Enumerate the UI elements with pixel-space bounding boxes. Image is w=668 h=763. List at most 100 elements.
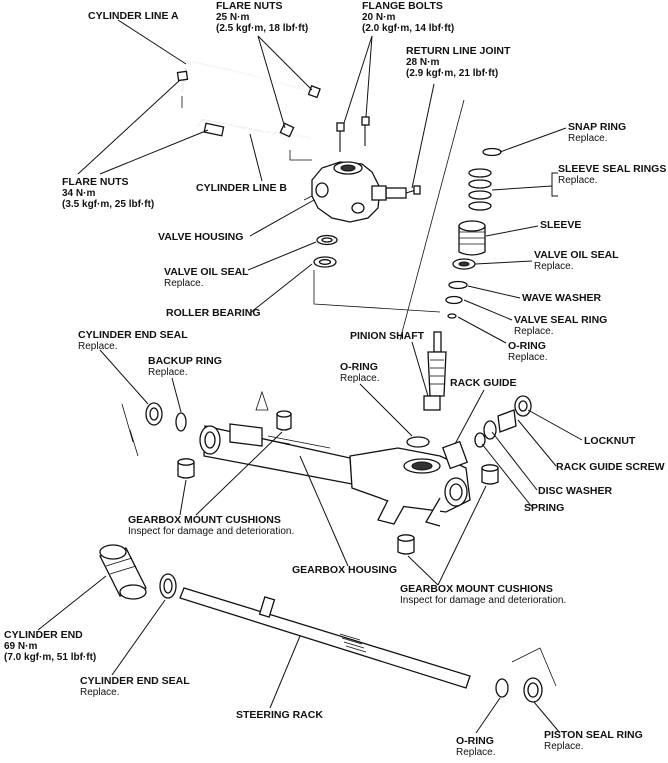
label-o-ring-rack: O-RING Replace. [456, 735, 496, 759]
sleeve-seal-rings-note: Replace. [558, 175, 598, 186]
label-pinion-shaft: PINION SHAFT [350, 331, 424, 342]
backup-ring-title: BACKUP RING [148, 355, 222, 367]
valve-oil-seal-left-note: Replace. [164, 278, 204, 289]
cylinder-line-a-tube [176, 61, 321, 99]
valve-housing-title: VALVE HOUSING [158, 231, 244, 243]
label-cylinder-end: CYLINDER END 69 N·m (7.0 kgf·m, 51 lbf·f… [4, 629, 97, 664]
label-roller-bearing: ROLLER BEARING [166, 308, 261, 319]
label-wave-washer: WAVE WASHER [522, 293, 601, 304]
label-valve-seal-ring: VALVE SEAL RING Replace. [514, 314, 608, 338]
gearbox-housing-title: GEARBOX HOUSING [292, 564, 398, 576]
label-sleeve: SLEEVE [540, 220, 581, 231]
o-ring-rack-title: O-RING [456, 735, 494, 747]
rack-guide-title: RACK GUIDE [450, 377, 517, 389]
leader-lines [37, 19, 583, 734]
label-piston-seal-ring: PISTON SEAL RING Replace. [544, 729, 643, 753]
flare-nuts-left-torque: 34 N·m [62, 188, 96, 199]
cylinder-end-seal-top-title: CYLINDER END SEAL [78, 329, 188, 341]
cylinder-line-b-title: CYLINDER LINE B [196, 182, 288, 194]
label-valve-oil-seal-right: VALVE OIL SEAL Replace. [534, 249, 619, 273]
label-cylinder-end-seal-top: CYLINDER END SEAL Replace. [78, 329, 188, 353]
valve-oil-seal-left-title: VALVE OIL SEAL [164, 266, 249, 278]
valve-seal-ring-note: Replace. [514, 326, 554, 337]
valve-seal-bearing-art [313, 234, 338, 268]
label-backup-ring: BACKUP RING Replace. [148, 355, 222, 379]
sleeve-title: SLEEVE [540, 219, 582, 231]
cylinder-end-title: CYLINDER END [4, 629, 83, 641]
label-rack-guide: RACK GUIDE [450, 378, 517, 389]
label-snap-ring: SNAP RING Replace. [568, 121, 627, 145]
label-gearbox-mount-cushions-right: GEARBOX MOUNT CUSHIONS Inspect for damag… [400, 583, 567, 607]
label-flare-nuts-top: FLARE NUTS 25 N·m (2.5 kgf·m, 18 lbf·ft) [216, 0, 309, 35]
gearbox-mount-cushions-right-note: Inspect for damage and deterioration. [400, 595, 567, 606]
locknut-title: LOCKNUT [584, 435, 636, 447]
pinion-shaft-art [423, 331, 447, 411]
return-line-joint-art [385, 185, 421, 199]
cylinder-line-a-title: CYLINDER LINE A [88, 10, 179, 22]
cylinder-end-seal-bottom-title: CYLINDER END SEAL [80, 675, 190, 687]
pinion-shaft-title: PINION SHAFT [350, 330, 425, 342]
flare-nuts-top-torque-alt: (2.5 kgf·m, 18 lbf·ft) [216, 23, 309, 34]
snap-ring-note: Replace. [568, 133, 608, 144]
flare-nuts-left-title: FLARE NUTS [62, 176, 129, 188]
spring-title: SPRING [524, 502, 565, 514]
o-ring-rack-note: Replace. [456, 747, 496, 758]
label-cylinder-end-seal-bottom: CYLINDER END SEAL Replace. [80, 675, 190, 699]
cylinder-end-art [99, 544, 177, 600]
label-steering-rack: STEERING RACK [236, 710, 323, 721]
label-locknut: LOCKNUT [584, 436, 635, 447]
label-cylinder-line-a: CYLINDER LINE A [88, 11, 179, 22]
label-valve-oil-seal-left: VALVE OIL SEAL Replace. [164, 266, 249, 290]
gearbox-mount-cushions-right-title: GEARBOX MOUNT CUSHIONS [400, 583, 553, 595]
flange-bolts-art [336, 116, 370, 152]
roller-bearing-title: ROLLER BEARING [166, 307, 261, 319]
gearbox-mount-cushions-left-title: GEARBOX MOUNT CUSHIONS [128, 514, 281, 526]
return-line-joint-title: RETURN LINE JOINT [406, 45, 511, 57]
mount-cushions-art [177, 410, 499, 555]
gearbox-housing-art [199, 423, 471, 527]
label-valve-housing: VALVE HOUSING [158, 232, 243, 243]
wave-washer-title: WAVE WASHER [522, 292, 602, 304]
valve-oil-seal-right-title: VALVE OIL SEAL [534, 249, 619, 261]
valve-stack-art [445, 147, 502, 319]
cylinder-end-seal-bottom-note: Replace. [80, 687, 120, 698]
end-seal-backup-art [121, 402, 187, 457]
sleeve-seal-rings-title: SLEEVE SEAL RINGS [558, 163, 667, 175]
valve-seal-ring-title: VALVE SEAL RING [514, 314, 608, 326]
o-ring-pinion-art [406, 436, 430, 448]
o-ring-pinion-note: Replace. [340, 373, 380, 384]
o-ring-valve-title: O-RING [508, 340, 546, 352]
cylinder-line-b-tube [197, 119, 311, 139]
label-gearbox-housing: GEARBOX HOUSING [292, 565, 397, 576]
flare-nuts-top-title: FLARE NUTS [216, 0, 283, 12]
flange-bolts-torque: 20 N·m [362, 12, 396, 23]
flare-nuts-left-torque-alt: (3.5 kgf·m, 25 lbf·ft) [62, 199, 155, 210]
snap-ring-title: SNAP RING [568, 121, 627, 133]
label-o-ring-pinion: O-RING Replace. [340, 361, 380, 385]
valve-oil-seal-right-note: Replace. [534, 261, 574, 272]
disc-washer-title: DISC WASHER [538, 485, 613, 497]
valve-housing-art [303, 161, 387, 223]
flange-bolts-title: FLANGE BOLTS [362, 0, 443, 12]
o-ring-pinion-title: O-RING [340, 361, 378, 373]
steering-rack-art [179, 587, 557, 703]
cylinder-end-torque-alt: (7.0 kgf·m, 51 lbf·ft) [4, 652, 97, 663]
cylinder-end-torque: 69 N·m [4, 641, 38, 652]
label-flare-nuts-left: FLARE NUTS 34 N·m (3.5 kgf·m, 25 lbf·ft) [62, 176, 155, 211]
piston-seal-ring-title: PISTON SEAL RING [544, 729, 643, 741]
flare-nuts-top-torque: 25 N·m [216, 12, 250, 23]
label-cylinder-line-b: CYLINDER LINE B [196, 183, 287, 194]
label-flange-bolts: FLANGE BOLTS 20 N·m (2.0 kgf·m, 14 lbf·f… [362, 0, 455, 35]
rack-guide-screw-title: RACK GUIDE SCREW [556, 461, 665, 473]
label-spring: SPRING [524, 503, 564, 514]
label-disc-washer: DISC WASHER [538, 486, 612, 497]
label-gearbox-mount-cushions-left: GEARBOX MOUNT CUSHIONS Inspect for damag… [128, 514, 294, 538]
backup-ring-note: Replace. [148, 367, 188, 378]
label-sleeve-seal-rings: SLEEVE SEAL RINGS Replace. [558, 163, 667, 187]
flange-bolts-torque-alt: (2.0 kgf·m, 14 lbf·ft) [362, 23, 455, 34]
label-rack-guide-screw: RACK GUIDE SCREW [556, 462, 665, 473]
steering-rack-title: STEERING RACK [236, 709, 323, 721]
cylinder-end-seal-top-note: Replace. [78, 341, 118, 352]
